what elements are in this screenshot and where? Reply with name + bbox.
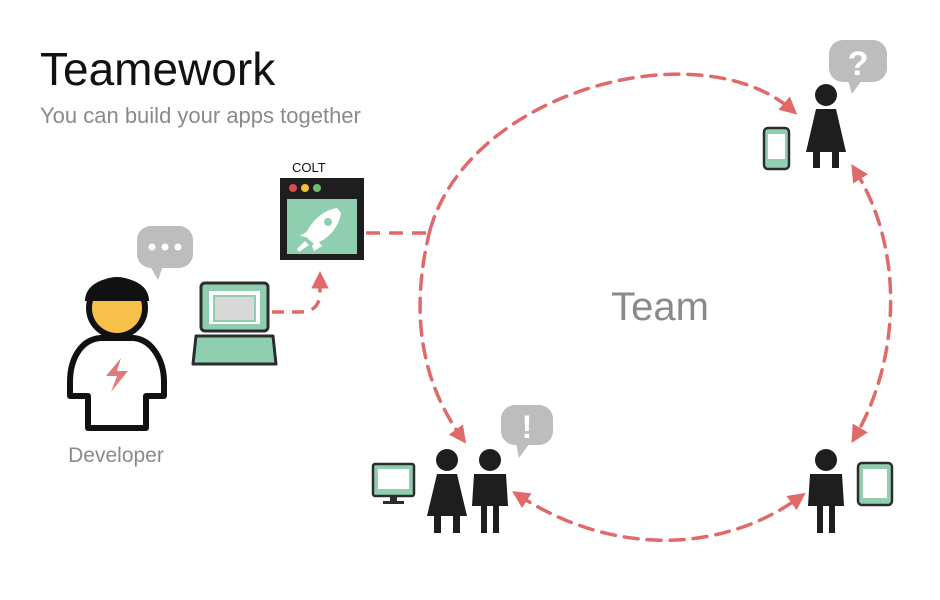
laptop-icon <box>191 281 278 366</box>
tablet-icon <box>856 461 894 507</box>
arrow-bottom-left-to-bottom-right <box>512 491 806 542</box>
developer-figure <box>67 277 167 431</box>
arrow-top-right-to-bottom-right <box>851 164 893 444</box>
person-icon <box>427 449 467 533</box>
colt-window-icon <box>280 178 364 260</box>
person-icon <box>806 84 846 168</box>
developer-label: Developer <box>68 444 164 467</box>
connector-laptop-to-colt <box>272 271 329 314</box>
exclamation-mark: ! <box>522 409 533 445</box>
developer-hair <box>85 277 149 301</box>
person-icon <box>808 449 844 533</box>
developer-speech-bubble <box>137 226 193 280</box>
team-top-right-speech-bubble: ? <box>829 40 887 94</box>
arrow-top-to-top-right <box>428 72 798 232</box>
phone-icon <box>762 126 791 171</box>
team-circle <box>418 72 893 542</box>
team-label: Team <box>611 285 709 329</box>
question-mark: ? <box>848 45 869 83</box>
page-subtitle: You can build your apps together <box>40 103 361 128</box>
person-icon <box>472 449 508 533</box>
bolt-icon <box>106 358 128 392</box>
monitor-icon <box>371 462 416 504</box>
arrow-left-down-to-bottom-left <box>418 228 467 444</box>
rocket-icon <box>297 208 341 252</box>
colt-label: COLT <box>292 160 326 175</box>
page-title: Teamework <box>40 43 276 95</box>
team-bottom-left-speech-bubble: ! <box>501 405 553 458</box>
